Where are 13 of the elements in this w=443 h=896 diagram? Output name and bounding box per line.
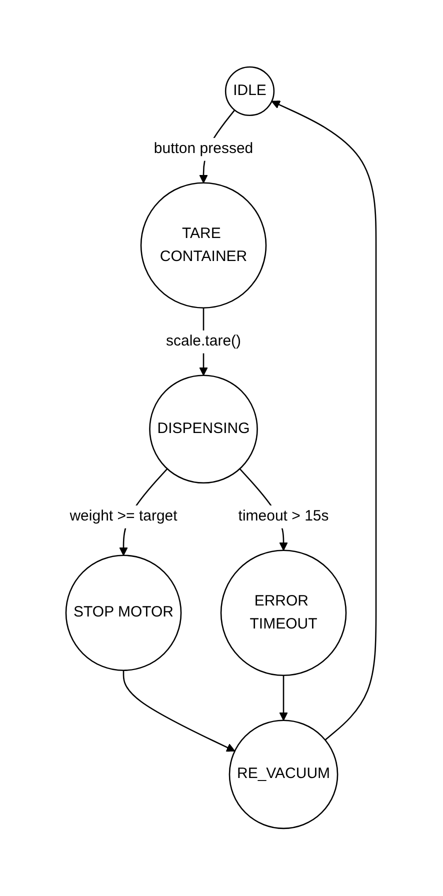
arrow (280, 676, 288, 722)
arrow (272, 100, 378, 741)
node-circle: TARE CONTAINER (140, 182, 268, 309)
edge-label: scale.tare() (166, 332, 242, 350)
node-circle: STOP MOTOR (66, 554, 182, 672)
edge-label: timeout > 15s (238, 508, 330, 525)
node-circle: ERROR TIMEOUT (220, 550, 348, 676)
edge-label: button pressed (154, 140, 254, 158)
node-circle: RE_VACUUM (229, 720, 339, 830)
arrow (123, 670, 236, 752)
node-circle: IDLE (225, 66, 276, 116)
edge-label: weight >= target (70, 508, 178, 525)
node-circle: DISPENSING (150, 374, 258, 484)
